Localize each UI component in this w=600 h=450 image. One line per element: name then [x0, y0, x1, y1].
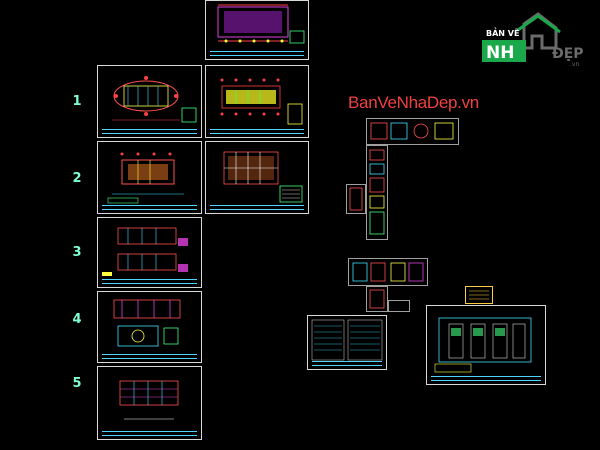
drawing-sheet-elevation[interactable]: [426, 305, 546, 385]
drawing-sheet-row4[interactable]: [97, 291, 202, 363]
logo-left-text: NH: [486, 43, 514, 63]
drawing-sheet-row1-left[interactable]: [97, 65, 202, 138]
row-number-1: 1: [72, 94, 82, 109]
detail-small-box[interactable]: [388, 300, 410, 312]
drawing-sheet-row3[interactable]: [97, 217, 202, 288]
drawing-sheet-row2-right[interactable]: [205, 141, 309, 214]
logo-right-text: ĐẸP: [552, 46, 584, 62]
detail-strip-top[interactable]: [366, 118, 459, 145]
logo-domain-text: .vn: [570, 61, 579, 68]
watermark-text: BanVeNhaDep.vn: [348, 93, 479, 112]
detail-strip-middle[interactable]: [348, 258, 428, 286]
color-legend[interactable]: [465, 286, 493, 304]
house-logo-icon: BẢN VẼ NH ĐẸP .vn: [482, 12, 584, 68]
detail-strip-bottom[interactable]: [366, 286, 388, 312]
site-logo[interactable]: BẢN VẼ NH ĐẸP .vn: [480, 12, 592, 68]
logo-top-text: BẢN VẼ: [486, 27, 519, 38]
row-number-3: 3: [72, 245, 82, 260]
drawing-sheet-row2-left[interactable]: [97, 141, 202, 214]
detail-strip-vertical[interactable]: [366, 145, 388, 240]
row-number-2: 2: [72, 171, 82, 186]
detail-side-box[interactable]: [346, 184, 366, 214]
row-number-4: 4: [72, 312, 82, 327]
drawing-sheet-top[interactable]: [205, 0, 309, 60]
drawing-sheet-row1-right[interactable]: [205, 65, 309, 138]
row-number-5: 5: [72, 376, 82, 391]
specification-sheet[interactable]: [307, 315, 387, 370]
drawing-sheet-row5[interactable]: [97, 366, 202, 440]
